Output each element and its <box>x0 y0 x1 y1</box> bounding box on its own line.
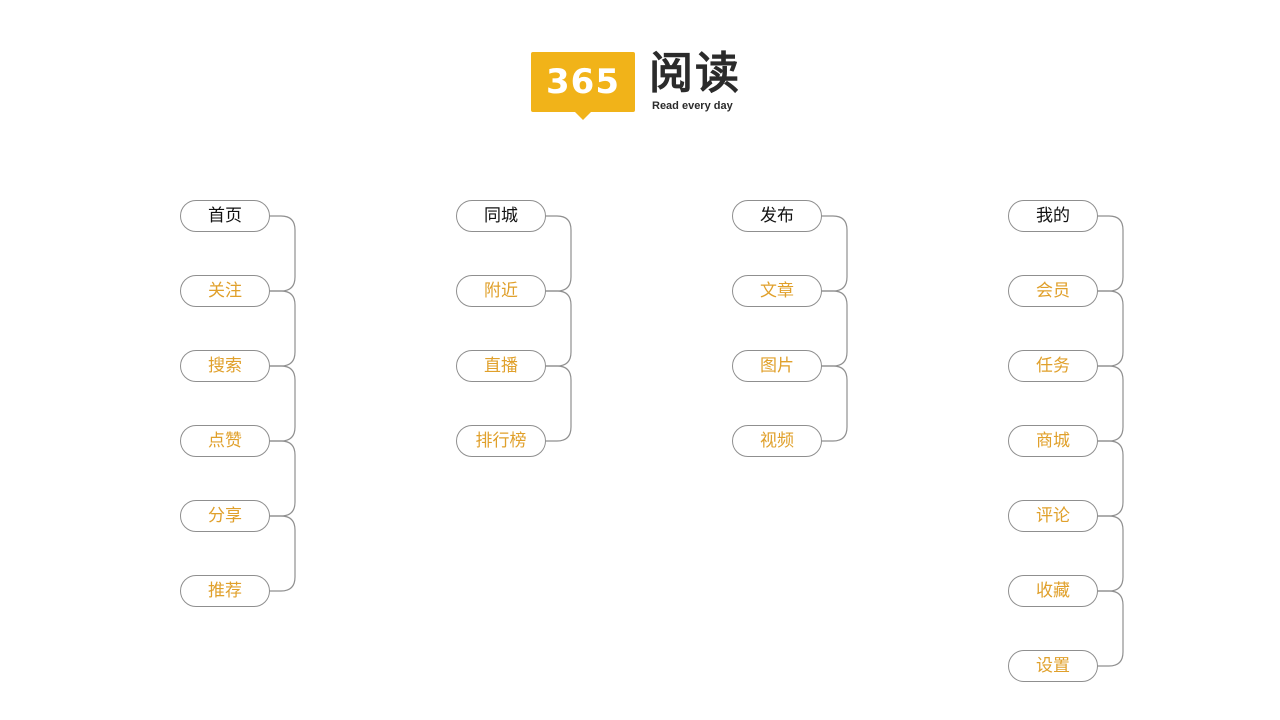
menu-item-node[interactable]: 商城 <box>1008 425 1098 457</box>
logo-badge <box>531 52 635 112</box>
logo: 365 阅读 Read every day <box>531 48 751 128</box>
menu-item-node[interactable]: 分享 <box>180 500 270 532</box>
logo-number: 365 <box>546 62 620 102</box>
menu-item-node[interactable]: 文章 <box>732 275 822 307</box>
connector-line <box>1090 365 1124 442</box>
menu-item-node[interactable]: 附近 <box>456 275 546 307</box>
menu-item-node[interactable]: 搜索 <box>180 350 270 382</box>
connector-line <box>262 365 296 442</box>
logo-title: 阅读 <box>649 48 741 99</box>
menu-item-node[interactable]: 会员 <box>1008 275 1098 307</box>
column-head-node[interactable]: 我的 <box>1008 200 1098 232</box>
connector-line <box>262 215 296 292</box>
column-head-node[interactable]: 首页 <box>180 200 270 232</box>
connector-line <box>1090 290 1124 367</box>
connector-line <box>538 215 572 292</box>
connector-line <box>262 290 296 367</box>
logo-tagline: Read every day <box>652 100 733 112</box>
connector-line <box>262 440 296 517</box>
logo-badge-tail <box>573 110 593 120</box>
connector-line <box>538 365 572 442</box>
menu-item-node[interactable]: 任务 <box>1008 350 1098 382</box>
menu-item-node[interactable]: 收藏 <box>1008 575 1098 607</box>
menu-item-node[interactable]: 评论 <box>1008 500 1098 532</box>
connector-line <box>538 290 572 367</box>
connector-line <box>1090 515 1124 592</box>
connector-line <box>814 365 848 442</box>
menu-item-node[interactable]: 排行榜 <box>456 425 546 457</box>
connector-line <box>1090 215 1124 292</box>
connector-line <box>814 215 848 292</box>
menu-item-node[interactable]: 关注 <box>180 275 270 307</box>
menu-item-node[interactable]: 直播 <box>456 350 546 382</box>
column-head-node[interactable]: 同城 <box>456 200 546 232</box>
menu-item-node[interactable]: 点赞 <box>180 425 270 457</box>
connector-line <box>1090 440 1124 517</box>
menu-item-node[interactable]: 设置 <box>1008 650 1098 682</box>
menu-item-node[interactable]: 推荐 <box>180 575 270 607</box>
menu-item-node[interactable]: 图片 <box>732 350 822 382</box>
connector-line <box>262 515 296 592</box>
column-head-node[interactable]: 发布 <box>732 200 822 232</box>
menu-item-node[interactable]: 视频 <box>732 425 822 457</box>
connector-line <box>814 290 848 367</box>
connector-line <box>1090 590 1124 667</box>
